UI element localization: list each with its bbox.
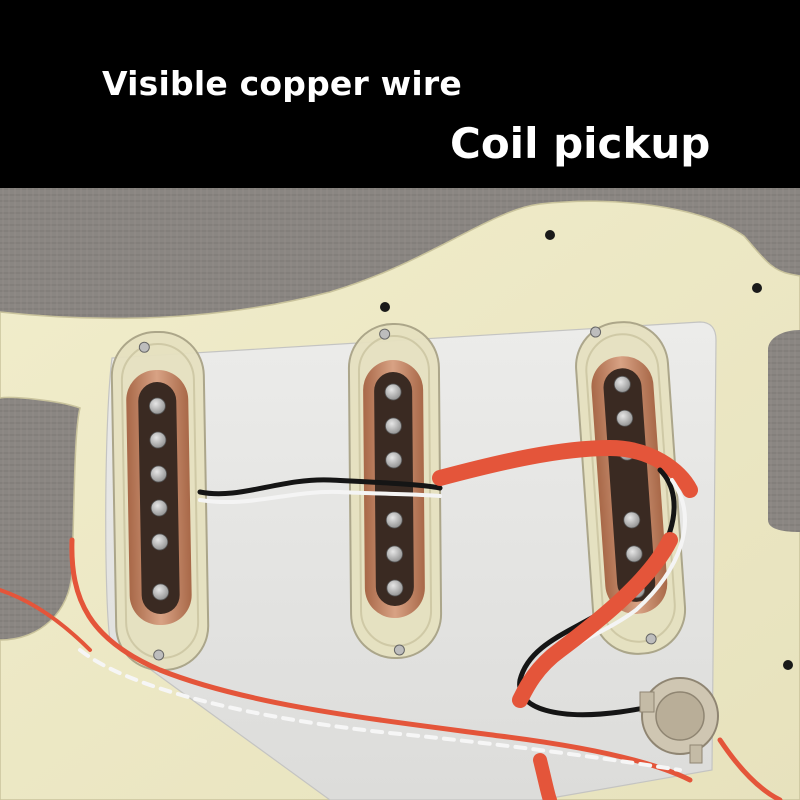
pickguard-cutout xyxy=(0,409,72,630)
pickup-neck xyxy=(110,330,210,672)
caption-visible-copper-wire: Visible copper wire xyxy=(102,64,462,103)
pickguard-photo xyxy=(0,188,800,800)
caption-coil-pickup: Coil pickup xyxy=(450,119,711,168)
potentiometer xyxy=(639,677,719,764)
pickguard-cutout-right xyxy=(768,330,800,532)
caption-banner: Visible copper wire Coil pickup xyxy=(0,0,800,188)
wiring xyxy=(0,439,783,800)
pickup-middle xyxy=(347,322,443,660)
screw-holes xyxy=(380,230,793,670)
